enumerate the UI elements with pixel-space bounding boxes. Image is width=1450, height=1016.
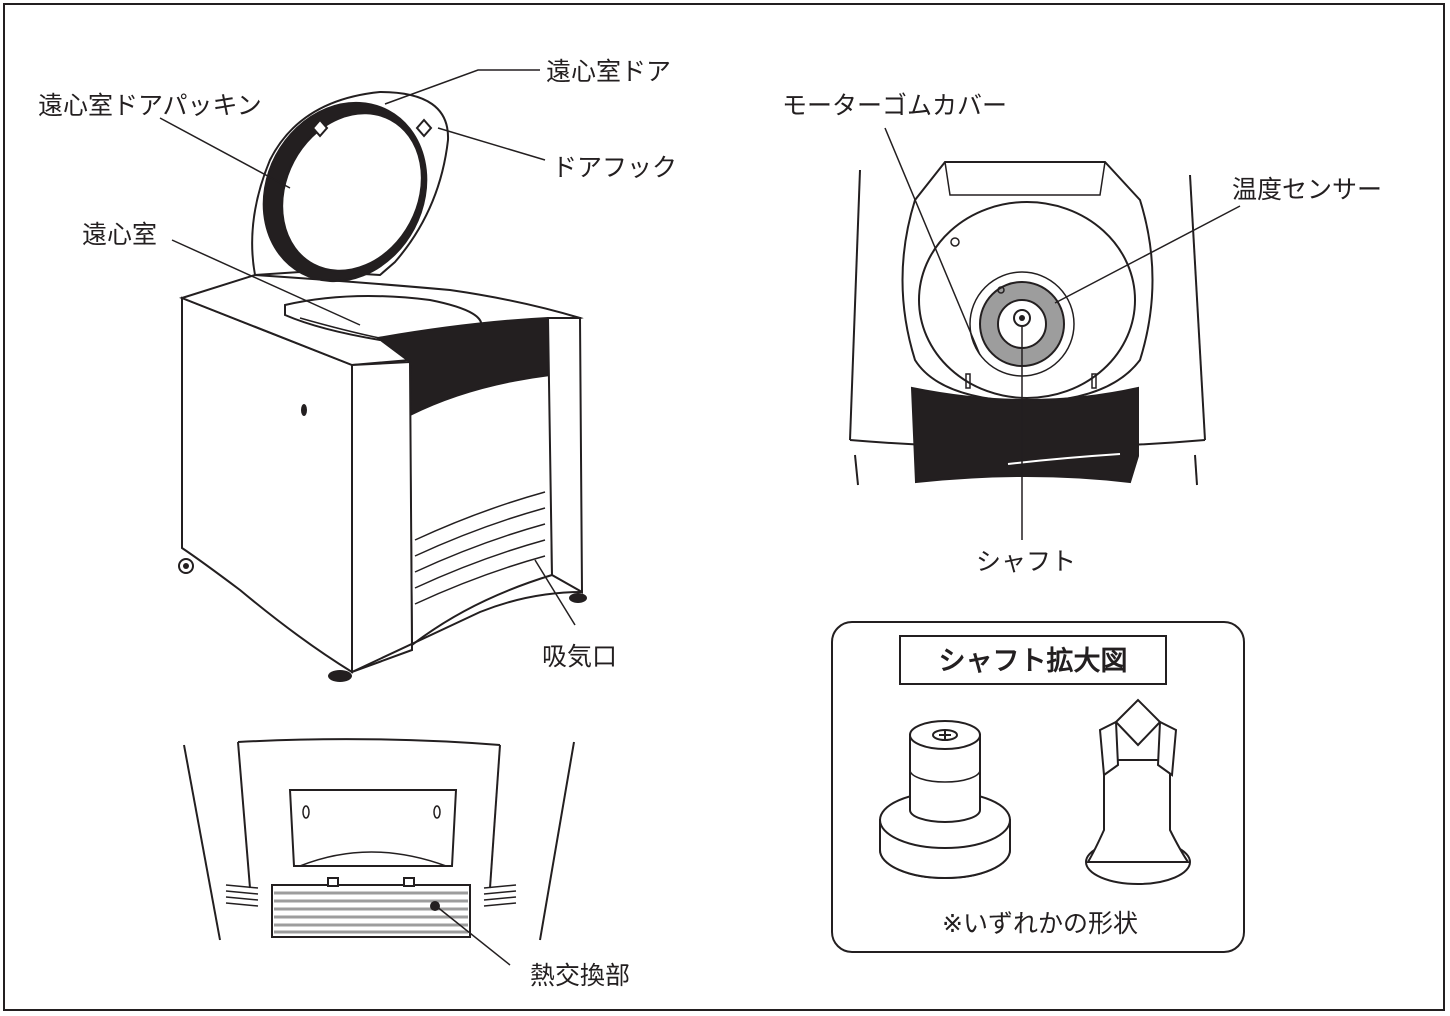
label-heat-exchanger: 熱交換部	[530, 961, 630, 990]
centrifuge-body-illustration	[178, 90, 587, 682]
label-shaft: シャフト	[976, 547, 1076, 576]
shaft-box-note: ※いずれかの形状	[942, 909, 1138, 938]
label-air-intake: 吸気口	[542, 642, 617, 671]
shaft-enlargement-box: シャフト拡大図 ※いずれかの形状	[831, 621, 1245, 953]
leader-lines	[159, 69, 1241, 966]
shaft-type-a-illustration	[879, 720, 1011, 879]
chamber-top-view-illustration	[849, 161, 1206, 486]
diagram-frame	[3, 3, 1445, 1011]
shaft-type-b-illustration	[1085, 698, 1191, 885]
label-temp-sensor: 温度センサー	[1232, 175, 1382, 204]
label-door-hook: ドアフック	[552, 153, 677, 182]
shaft-box-title: シャフト拡大図	[939, 646, 1128, 677]
label-door: 遠心室ドア	[546, 57, 671, 86]
label-motor-rubber-cover: モーターゴムカバー	[782, 91, 1007, 120]
heat-exchanger-illustration	[183, 738, 575, 941]
label-chamber: 遠心室	[82, 220, 157, 249]
label-door-packing: 遠心室ドアパッキン	[38, 91, 262, 120]
